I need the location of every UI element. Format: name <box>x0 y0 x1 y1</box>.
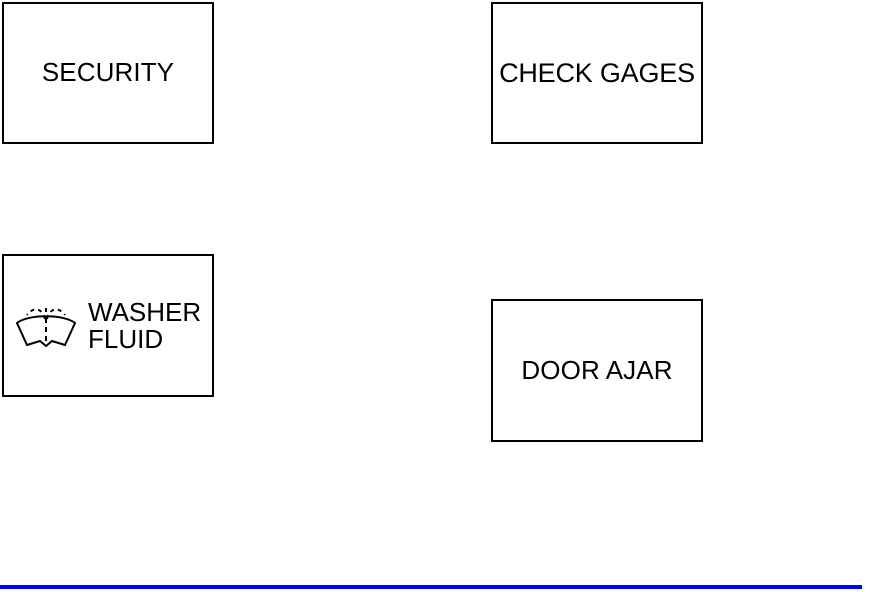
washer-fluid-label-line1: WASHER <box>88 296 202 327</box>
washer-fluid-icon <box>15 307 77 347</box>
telltale-box-washer-fluid: WASHER FLUID <box>2 254 214 397</box>
telltale-label-check-gages: CHECK GAGES <box>499 57 695 88</box>
telltale-label-washer-fluid: WASHER FLUID <box>88 299 201 352</box>
telltale-label-door-ajar: DOOR AJAR <box>521 354 673 385</box>
washer-fluid-row: WASHER FLUID <box>14 299 201 352</box>
washer-fluid-label-line2: FLUID <box>88 323 164 354</box>
telltale-box-check-gages: CHECK GAGES <box>491 2 703 144</box>
bottom-divider-rule <box>0 585 862 589</box>
telltale-box-security: SECURITY <box>2 2 214 144</box>
telltale-box-door-ajar: DOOR AJAR <box>491 299 703 442</box>
telltale-label-security: SECURITY <box>41 57 175 88</box>
